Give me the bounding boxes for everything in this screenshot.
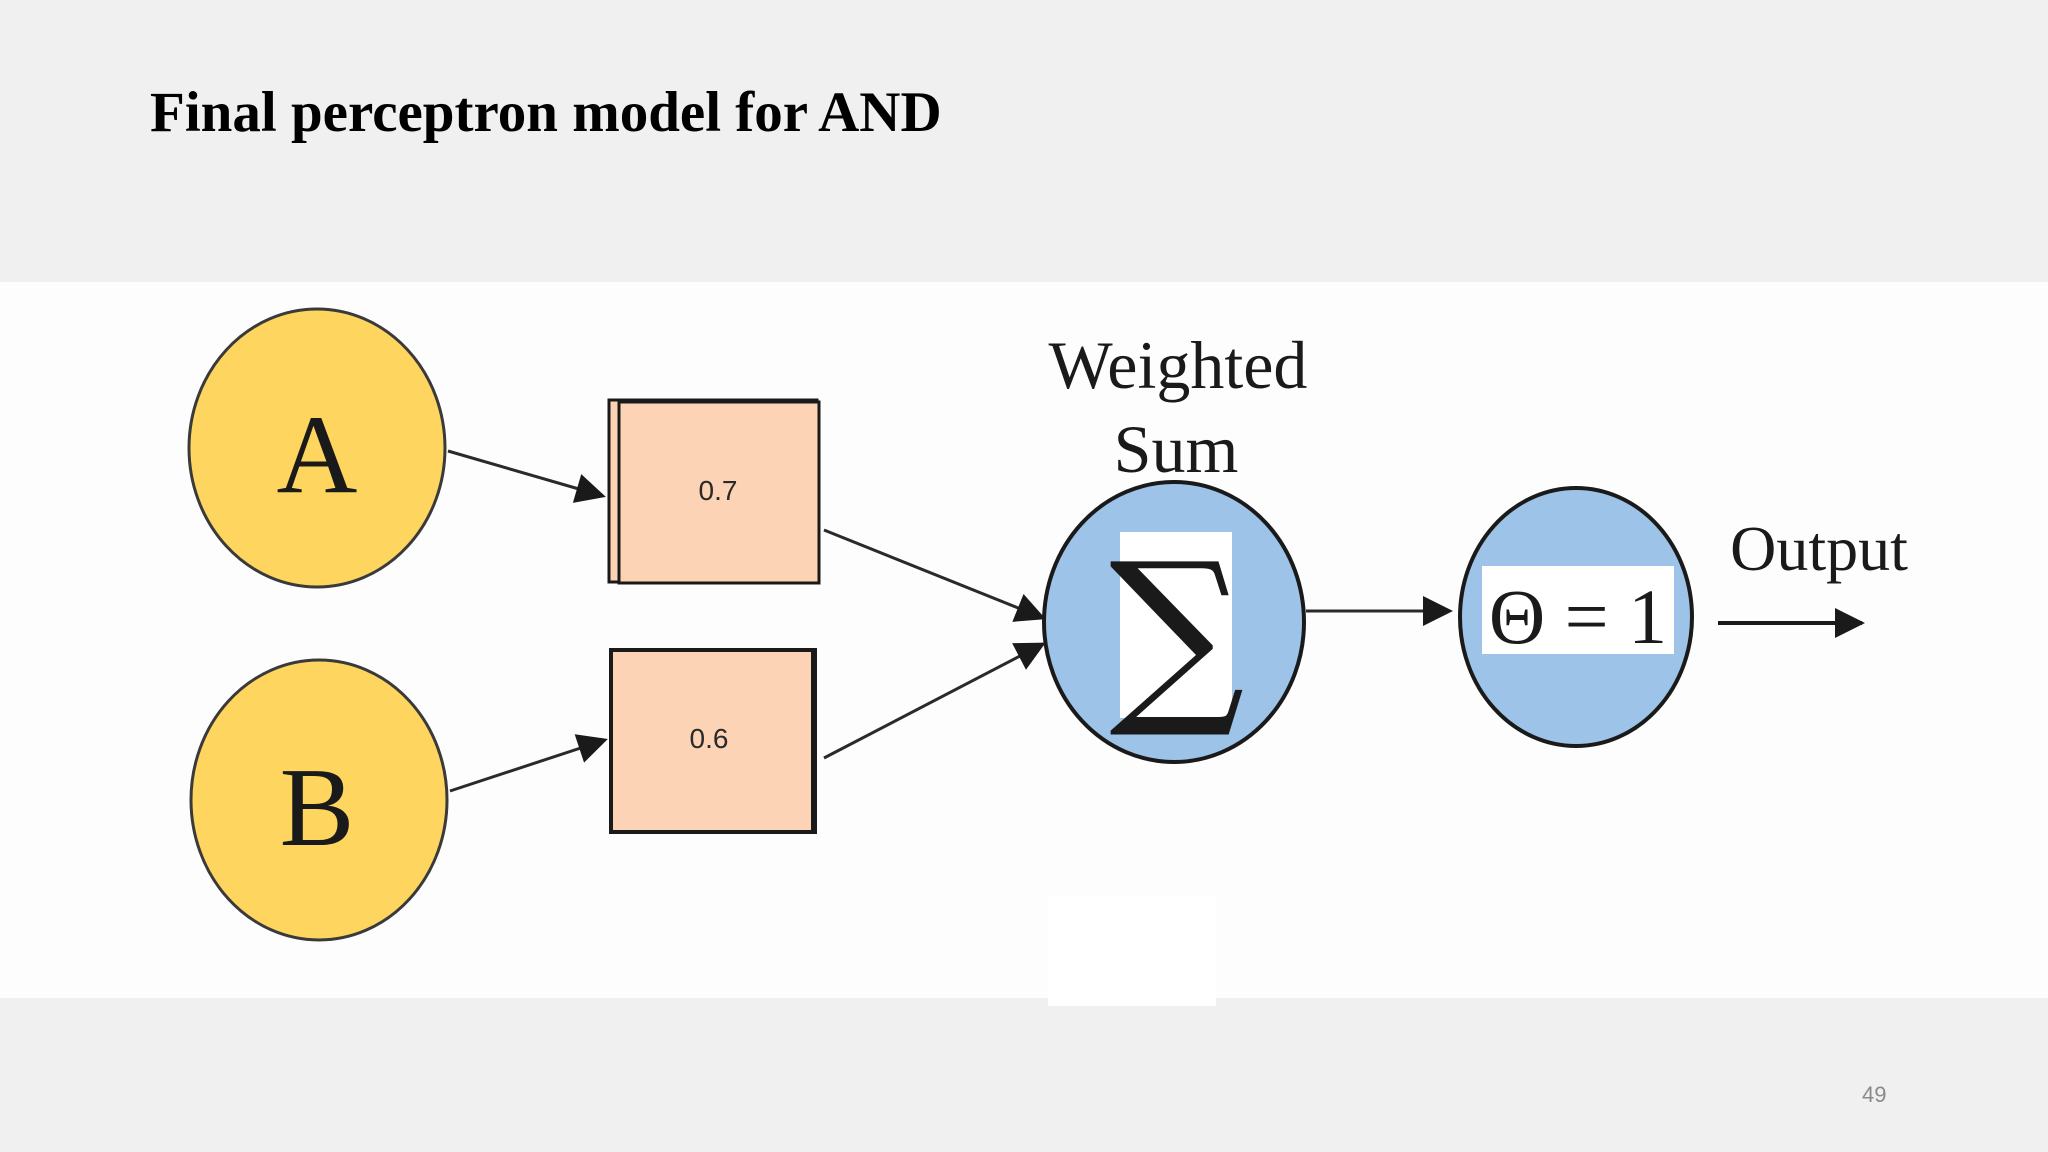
panel-tab (1048, 896, 1216, 1006)
slide-title: Final perceptron model for AND (150, 81, 942, 144)
arrow-weight-b-to-sum (823, 642, 1046, 760)
arrow-b-to-weight (449, 734, 608, 793)
input-node-b: B (189, 658, 449, 942)
summation-node: ∑ (1042, 480, 1306, 764)
arrow-weight-a-to-sum (823, 528, 1046, 622)
weighted-label-line1: Weighted (1049, 327, 1308, 403)
weight-value-a: 0.7 (699, 475, 738, 506)
threshold-node: Θ = 1 (1458, 486, 1694, 748)
weight-box-a: 0.7 (607, 398, 821, 585)
input-label-a: A (277, 393, 358, 517)
summation-symbol: ∑ (1109, 522, 1245, 743)
input-node-a: A (187, 307, 447, 589)
threshold-label: Θ = 1 (1489, 573, 1667, 660)
arrow-a-to-weight (447, 449, 606, 503)
page-number: 49 (1862, 1082, 1887, 1107)
weighted-label-line2: Sum (1114, 411, 1239, 487)
output-label: Output (1730, 513, 1908, 584)
weight-value-b: 0.6 (690, 723, 729, 754)
weight-box-b: 0.6 (609, 648, 817, 834)
input-label-b: B (280, 746, 355, 870)
